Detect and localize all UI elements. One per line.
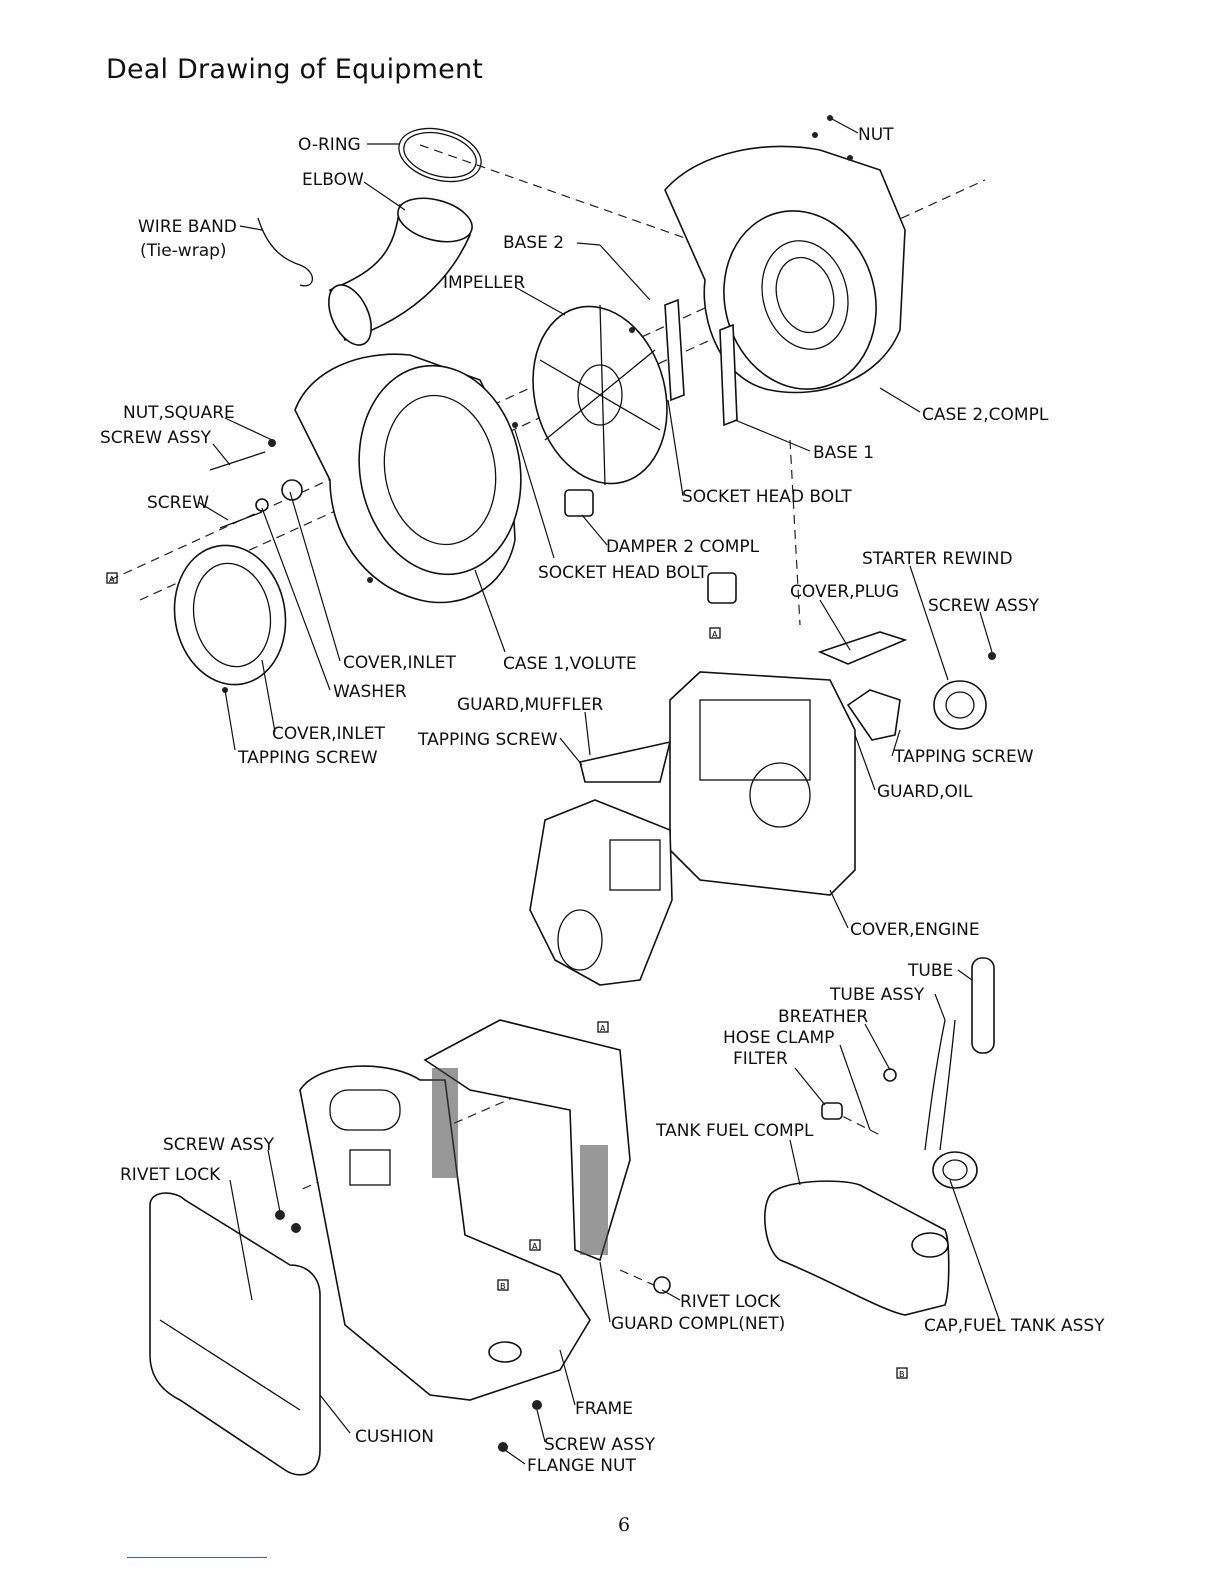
label-impeller: IMPELLER: [443, 273, 525, 293]
label-cover-plug: COVER,PLUG: [790, 582, 899, 602]
label-base-2: BASE 2: [503, 233, 564, 253]
cushion-part: [149, 1192, 321, 1476]
part-labels: O-RING NUT ELBOW WIRE BAND (Tie-wrap) BA…: [100, 125, 1105, 1476]
label-cover-engine: COVER,ENGINE: [850, 920, 980, 940]
case-2-part: [664, 145, 906, 394]
label-hose-clamp: HOSE CLAMP: [723, 1028, 834, 1048]
leader-lines: [197, 118, 1001, 1465]
flange-nut-part: [498, 1442, 508, 1452]
label-tapping-screw-3: TAPPING SCREW: [893, 747, 1034, 767]
label-tube-assy: TUBE ASSY: [829, 985, 925, 1005]
frame-part: [299, 1065, 591, 1401]
breather-part: [883, 1068, 897, 1082]
label-tube: TUBE: [907, 961, 953, 981]
label-rivet-lock-1: RIVET LOCK: [120, 1165, 221, 1185]
label-cap-fuel-tank-assy: CAP,FUEL TANK ASSY: [924, 1316, 1105, 1336]
reference-markers: A A A A B B: [106, 572, 908, 1379]
label-breather: BREATHER: [778, 1007, 868, 1027]
label-screw-assy-1: SCREW ASSY: [100, 428, 212, 448]
label-nut: NUT: [858, 125, 894, 145]
cover-engine-part: [669, 671, 856, 896]
label-socket-head-bolt-1: SOCKET HEAD BOLT: [682, 487, 852, 507]
label-screw-assy-4: SCREW ASSY: [544, 1435, 656, 1455]
o-ring-part: [398, 127, 482, 183]
label-damper-2-compl: DAMPER 2 COMPL: [606, 537, 760, 557]
filter-part: [821, 1102, 843, 1120]
guard-net-part: [423, 1019, 631, 1262]
label-guard-compl-net: GUARD COMPL(NET): [611, 1314, 785, 1334]
rivet-lock-part: [653, 1276, 671, 1294]
marker-a-4: A: [532, 1242, 538, 1251]
guard-oil-part: [846, 689, 901, 741]
guard-muffler-part: [579, 740, 672, 783]
case-1-volute-part: [294, 353, 522, 604]
marker-b-2: B: [899, 1370, 905, 1379]
starter-rewind-part: [933, 680, 987, 730]
label-cover-inlet-1: COVER,INLET: [343, 653, 456, 673]
base-1-part: [719, 323, 738, 427]
label-case-1-volute: CASE 1,VOLUTE: [503, 654, 637, 674]
label-screw-assy-2: SCREW ASSY: [928, 596, 1040, 616]
cover-inlet-part: [173, 544, 287, 686]
screw-assy-frame-part: [532, 1400, 542, 1410]
label-tapping-screw-1: TAPPING SCREW: [417, 730, 558, 750]
marker-a-1: A: [109, 575, 115, 584]
label-washer: WASHER: [333, 682, 407, 702]
label-cover-inlet-2: COVER,INLET: [272, 724, 385, 744]
label-base-1: BASE 1: [813, 443, 874, 463]
page-number: 6: [617, 1514, 631, 1536]
page-title: Deal Drawing of Equipment: [106, 54, 484, 85]
label-frame: FRAME: [575, 1399, 633, 1419]
label-screw-assy-3: SCREW ASSY: [163, 1135, 275, 1155]
screw-assy-left-part: [275, 1210, 285, 1220]
cover-plug-part: [817, 631, 908, 665]
label-nut-square: NUT,SQUARE: [123, 403, 235, 423]
fuel-cap-part: [932, 1151, 978, 1189]
label-tank-fuel-compl: TANK FUEL COMPL: [655, 1121, 814, 1141]
label-guard-muffler: GUARD,MUFFLER: [457, 695, 603, 715]
starter-screw-part: [988, 652, 996, 660]
label-rivet-lock-2: RIVET LOCK: [680, 1292, 781, 1312]
label-tapping-screw-2: TAPPING SCREW: [237, 748, 378, 768]
label-guard-oil: GUARD,OIL: [877, 782, 973, 802]
label-starter-rewind: STARTER REWIND: [862, 549, 1013, 569]
impeller-part: [532, 304, 668, 486]
label-case-2-compl: CASE 2,COMPL: [922, 405, 1049, 425]
base-2-part: [664, 298, 685, 402]
wire-band-part: [257, 217, 314, 287]
tube-part: [971, 957, 995, 1054]
engine-part: [529, 799, 673, 986]
footer-rule: [127, 1557, 267, 1558]
marker-a-3: A: [600, 1024, 606, 1033]
tube-assy-part: [924, 1019, 956, 1151]
rivet-lock-left-part: [291, 1223, 301, 1233]
label-filter: FILTER: [733, 1049, 788, 1069]
elbow-part: [328, 197, 473, 346]
label-cushion: CUSHION: [355, 1427, 434, 1447]
label-wire-band: WIRE BAND: [138, 217, 237, 237]
label-elbow: ELBOW: [302, 170, 364, 190]
tank-fuel-part: [764, 1180, 950, 1316]
label-screw: SCREW: [147, 493, 209, 513]
label-o-ring: O-RING: [298, 135, 361, 155]
marker-b-1: B: [500, 1282, 506, 1291]
label-socket-head-bolt-2: SOCKET HEAD BOLT: [538, 563, 708, 583]
label-tie-wrap: (Tie-wrap): [140, 241, 227, 261]
label-flange-nut: FLANGE NUT: [527, 1456, 636, 1476]
marker-a-2: A: [712, 630, 718, 639]
